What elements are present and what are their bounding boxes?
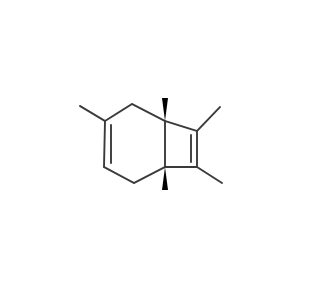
stereo-wedge-top <box>162 98 168 121</box>
bond-ring-c2-c1 <box>131 103 166 122</box>
bond-ring-c6-c5 <box>133 166 166 184</box>
bond-ring-c3-c2 <box>104 103 133 122</box>
molecule-structure-drawing <box>79 98 223 190</box>
bond-cyclobutene-top <box>164 120 198 132</box>
bond-methyl-left <box>79 105 106 122</box>
bond-methyl-lower-right <box>196 166 223 184</box>
stereo-wedge-bottom <box>162 167 168 190</box>
bond-ring-c5-c4 <box>103 166 135 184</box>
bond-ring-c4-c3 <box>103 120 106 168</box>
structure-canvas <box>79 98 223 190</box>
bond-methyl-upper-right <box>196 106 221 132</box>
